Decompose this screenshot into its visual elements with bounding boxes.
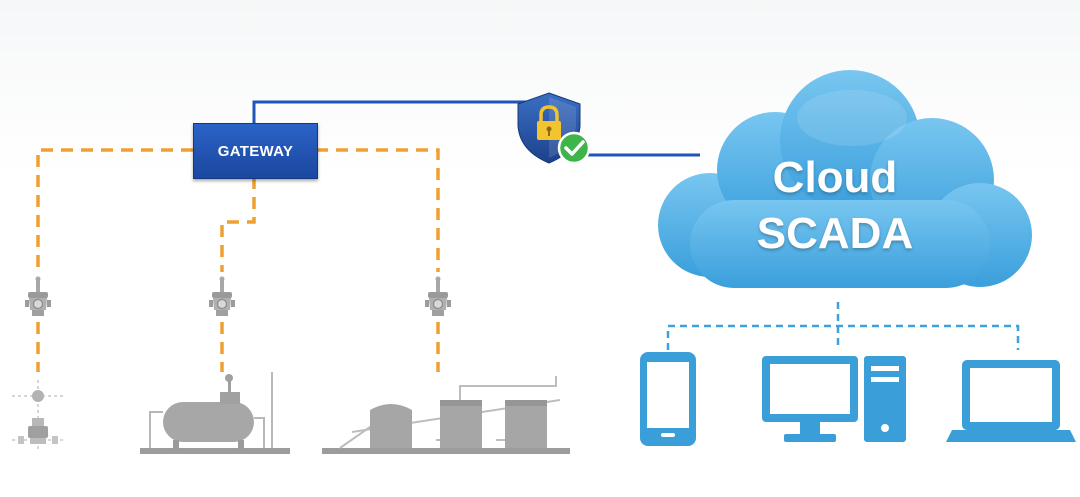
cloud-scada-label: Cloud SCADA	[700, 150, 970, 262]
client-network-links	[666, 302, 1020, 350]
desktop-computer-icon	[762, 356, 906, 442]
storage-tank-icon	[140, 372, 290, 454]
cloud-scada-icon	[658, 70, 1032, 288]
wireless-links	[36, 148, 440, 372]
wireless-transmitter-icon	[424, 275, 452, 317]
smartphone-icon	[640, 352, 696, 446]
laptop-icon	[946, 360, 1076, 442]
shield-lock-check-icon	[517, 92, 591, 165]
cloud-label-line1: Cloud	[772, 153, 898, 202]
wireless-transmitter-icon	[208, 275, 236, 317]
cloud-label-line2: SCADA	[756, 209, 914, 258]
secure-wired-link	[252, 100, 700, 157]
wireless-transmitter-icon	[24, 275, 52, 317]
pipeline-valves-icon	[12, 380, 64, 452]
gateway-box: GATEWAY	[193, 123, 318, 179]
tank-battery-icon	[322, 376, 570, 454]
gateway-label: GATEWAY	[217, 142, 294, 160]
